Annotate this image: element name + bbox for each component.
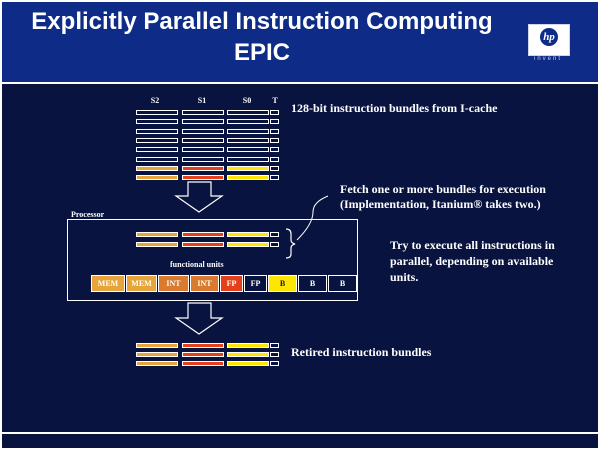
processor-bundle-2-template-slot [270,242,279,247]
down-arrow-fetch [174,181,224,213]
processor-bundle-1-s0-slot [227,232,269,237]
icache-bundle-2-s2-slot [136,119,178,125]
icache-bundle-5-template-slot [270,147,279,153]
icache-bundle-7-s2-slot [136,165,178,171]
retired-bundle-3-s0-slot [227,361,269,366]
pointer-curve-icon [296,195,329,241]
hp-logo-mark: hp [540,28,558,46]
functional-units-label: functional units [170,260,224,269]
icache-bundle-3-s2-slot [136,128,178,134]
icache-bundle-5-s2-slot [136,147,178,153]
icache-bundle-2-s1-slot [182,119,224,125]
icache-bundle-6-s0-slot [227,156,269,162]
icache-bundle-3-s0-slot [227,128,269,134]
icache-bundle-3-template-slot [270,128,279,134]
icache-bundle-6-s1-slot [182,156,224,162]
diagram-panel [2,84,598,432]
processor-bundle-2-s1-slot [182,242,224,247]
down-arrow-retire [174,302,224,335]
functional-unit-fp-5: FP [220,275,243,292]
icache-bundle-8-s2-slot [136,175,178,181]
icache-bundle-7-s1-slot [182,165,224,171]
icache-bundle-7-template-slot [270,165,279,171]
retired-bundle-1-template-slot [270,343,279,348]
processor-bundle-1-template-slot [270,232,279,237]
footer-band [2,434,598,448]
functional-unit-int-4: INT [190,275,219,292]
icache-bundle-4-s2-slot [136,137,178,143]
functional-unit-mem-1: MEM [91,275,125,292]
icache-bundle-5-s1-slot [182,147,224,153]
retired-label: Retired instruction bundles [291,345,432,359]
icache-bundle-1-s1-slot [182,110,224,115]
functional-unit-int-3: INT [158,275,189,292]
parallel-label-line1: Try to execute all instructions in [390,238,555,252]
fetch-label-line1: Fetch one or more bundles for execution [340,182,546,196]
processor-bundle-1-s1-slot [182,232,224,237]
retired-bundle-1-s2-slot [136,343,178,348]
retired-bundle-3-s2-slot [136,361,178,366]
retired-bundle-2-template-slot [270,352,279,357]
icache-bundle-1-s2-slot [136,110,178,115]
functional-unit-b-8: B [298,275,327,292]
retired-bundle-2-s0-slot [227,352,269,357]
icache-bundle-1-s0-slot [227,110,269,115]
icache-bundle-6-template-slot [270,156,279,162]
icache-bundle-5-s0-slot [227,147,269,153]
brace-icon [285,228,296,259]
retired-bundle-1-s1-slot [182,343,224,348]
hp-logo: hp [528,24,570,56]
icache-bundle-4-s1-slot [182,137,224,143]
retired-bundle-3-s1-slot [182,361,224,366]
icache-bundle-4-s0-slot [227,137,269,143]
parallel-label-line3: units. [390,270,419,284]
hp-logo-tagline: invent [533,56,562,62]
functional-unit-b-7: B [268,275,297,292]
functional-unit-b-9: B [328,275,357,292]
processor-label: Processor [71,210,105,219]
icache-bundle-7-s0-slot [227,165,269,171]
column-header-s2: S2 [150,96,160,105]
icache-bundle-3-s1-slot [182,128,224,134]
functional-unit-mem-2: MEM [126,275,157,292]
icache-bundle-8-s1-slot [182,175,224,181]
processor-bundle-2-s0-slot [227,242,269,247]
column-header-s0: S0 [242,96,252,105]
icache-bundle-4-template-slot [270,137,279,143]
retired-bundle-1-s0-slot [227,343,269,348]
icache-bundle-6-s2-slot [136,156,178,162]
column-header-t: T [272,96,278,105]
footer-divider [2,432,598,434]
fetch-label-line2: (Implementation, Itanium® takes two.) [340,197,541,211]
icache-bundle-8-s0-slot [227,175,269,181]
slide-title: Explicitly Parallel Instruction Computin… [31,8,493,35]
icache-bundle-1-template-slot [270,110,279,115]
parallel-label-line2: parallel, depending on available [390,254,554,268]
processor-bundle-1-s2-slot [136,232,178,237]
icache-bundle-2-s0-slot [227,119,269,125]
title-bar: Explicitly Parallel Instruction Computin… [2,2,598,82]
retired-bundle-2-s2-slot [136,352,178,357]
processor-box [67,219,358,301]
retired-bundle-2-s1-slot [182,352,224,357]
icache-label: 128-bit instruction bundles from I-cache [291,101,498,115]
functional-unit-fp-6: FP [244,275,267,292]
slide-subtitle: EPIC [233,39,290,66]
icache-bundle-2-template-slot [270,119,279,125]
column-header-s1: S1 [197,96,207,105]
icache-bundle-8-template-slot [270,175,279,181]
retired-bundle-3-template-slot [270,361,279,366]
processor-bundle-2-s2-slot [136,242,178,247]
